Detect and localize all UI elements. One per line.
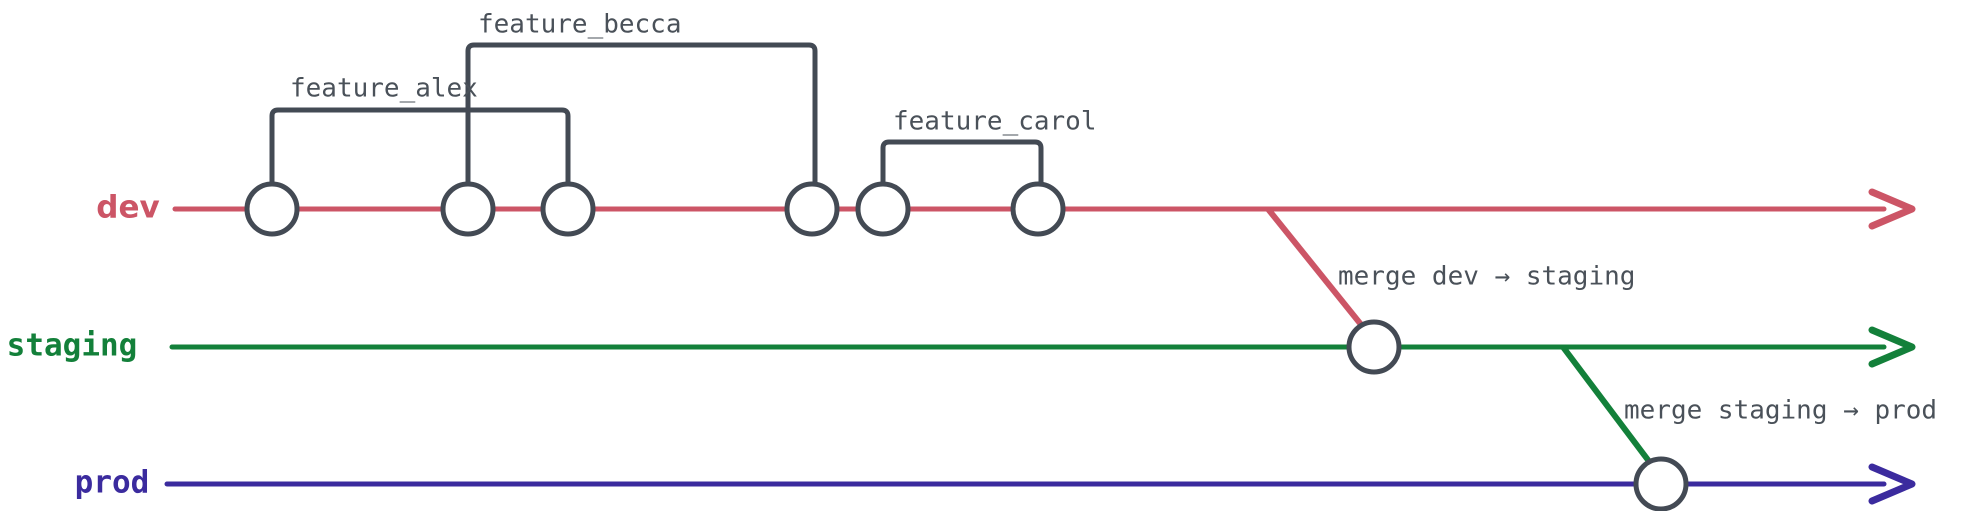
feature-label-feature_alex: feature_alex	[290, 74, 478, 104]
feature-labels-group: feature_alex feature_becca feature_carol	[290, 10, 1097, 137]
feature-label-feature_becca: feature_becca	[478, 10, 682, 40]
merge-line-merge-staging-prod	[1560, 345, 1654, 466]
feature-brackets-group	[269, 42, 1044, 184]
commit-node-dev-c5[interactable]	[855, 181, 911, 237]
commit-node-prod-merge[interactable]	[1633, 456, 1689, 511]
dev-arrowhead	[1868, 188, 1916, 230]
merge-label-merge-dev-staging: merge dev → staging	[1338, 262, 1635, 292]
merge-line-merge-dev-staging	[1265, 207, 1366, 329]
commit-nodes-group	[244, 181, 1689, 511]
merge-lines-group	[1265, 207, 1654, 466]
commit-node-dev-c3[interactable]	[540, 181, 596, 237]
commit-node-dev-c2[interactable]	[440, 181, 496, 237]
commit-node-staging-merge[interactable]	[1346, 319, 1402, 375]
merge-label-merge-staging-prod: merge staging → prod	[1624, 396, 1937, 426]
arrowheads-group	[1868, 188, 1916, 505]
feature-bracket-feature_carol	[880, 139, 1044, 184]
branch-lines-group	[164, 206, 1887, 487]
branch-label-staging: staging	[7, 328, 138, 364]
feature-label-feature_carol: feature_carol	[893, 107, 1097, 137]
feature-bracket-feature_becca	[465, 42, 818, 184]
commit-node-dev-c4[interactable]	[784, 181, 840, 237]
staging-arrowhead	[1868, 326, 1916, 368]
commit-node-dev-c6[interactable]	[1010, 181, 1066, 237]
prod-arrowhead	[1868, 463, 1916, 505]
commit-node-dev-c1[interactable]	[244, 181, 300, 237]
merge-labels-group: merge dev → staging merge staging → prod	[1338, 262, 1937, 426]
branch-labels-group: dev staging prod	[7, 190, 160, 501]
feature-bracket-feature_alex	[269, 107, 571, 184]
branch-label-prod: prod	[75, 465, 150, 501]
branch-label-dev: dev	[96, 190, 159, 226]
